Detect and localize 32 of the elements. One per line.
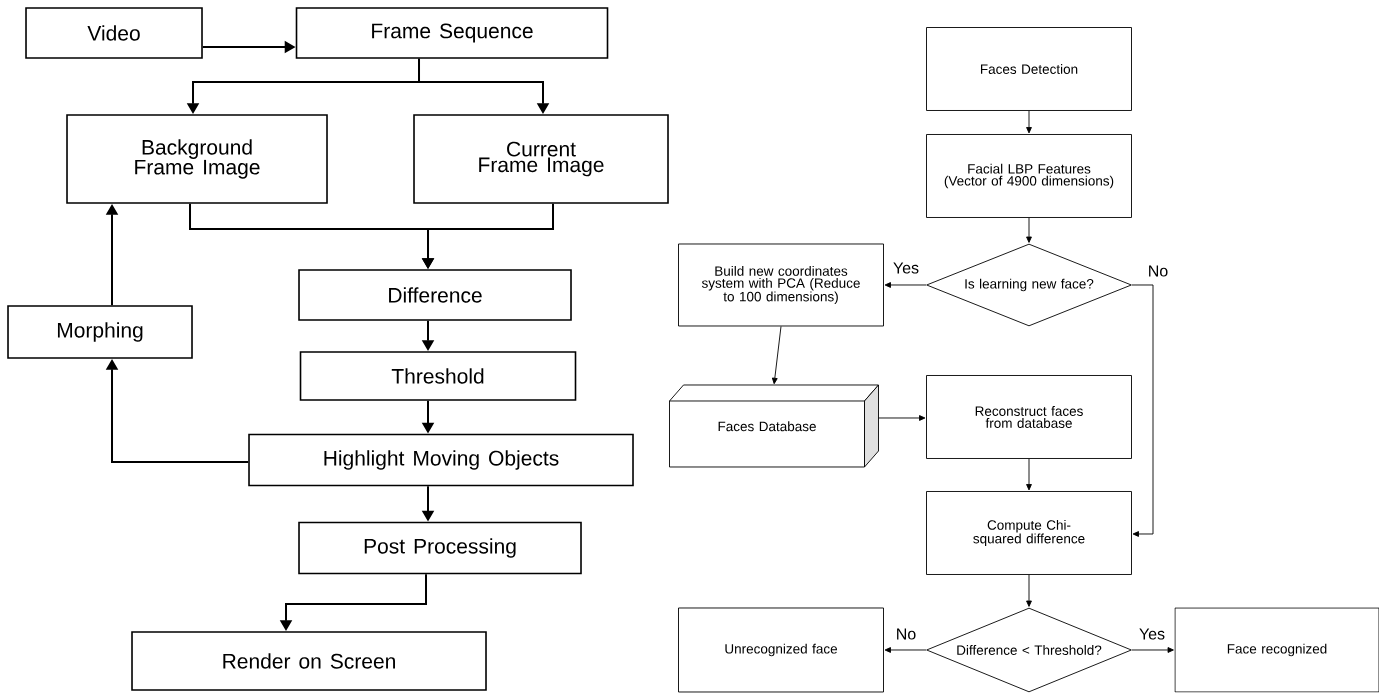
database-cube: Faces Database bbox=[669, 384, 879, 468]
edge-label: No bbox=[894, 627, 918, 641]
process-box: Highlight Moving Objects bbox=[248, 433, 634, 487]
process-box: Video bbox=[25, 7, 203, 59]
process-box: Current Frame Image bbox=[413, 114, 669, 204]
arrow bbox=[878, 415, 926, 421]
arrow bbox=[1131, 284, 1154, 537]
arrow bbox=[1026, 217, 1032, 243]
process-box: Render on Screen bbox=[131, 631, 487, 691]
process-box: Face recognized bbox=[1174, 607, 1379, 693]
arrow bbox=[1026, 110, 1032, 134]
arrow bbox=[1026, 574, 1032, 607]
process-box: Morphing bbox=[7, 305, 193, 359]
process-box: Build new coordinates system with PCA (Reduce to 100 dimensions) bbox=[678, 243, 884, 327]
arrow bbox=[884, 647, 927, 653]
process-box: Post Processing bbox=[298, 521, 582, 575]
process-box: Faces Detection bbox=[926, 27, 1132, 111]
process-box: Frame Sequence bbox=[295, 7, 609, 59]
process-box: Unrecognized face bbox=[678, 607, 884, 693]
edge-label: Yes bbox=[1137, 627, 1167, 641]
process-box: Facial LBP Features (Vector of 4900 dimensions) bbox=[926, 134, 1132, 218]
edge-label: No bbox=[1146, 264, 1170, 278]
arrow bbox=[1026, 458, 1032, 491]
process-box: Background Frame Image bbox=[66, 114, 328, 204]
edge-label: Yes bbox=[891, 261, 921, 275]
arrow bbox=[884, 282, 927, 288]
arrow bbox=[771, 326, 782, 385]
arrow bbox=[1131, 647, 1174, 653]
process-box: Threshold bbox=[299, 351, 577, 401]
process-box: Difference bbox=[298, 269, 572, 321]
process-box: Reconstruct faces from database bbox=[926, 375, 1132, 459]
process-box: Compute Chi-squared difference bbox=[926, 491, 1132, 575]
